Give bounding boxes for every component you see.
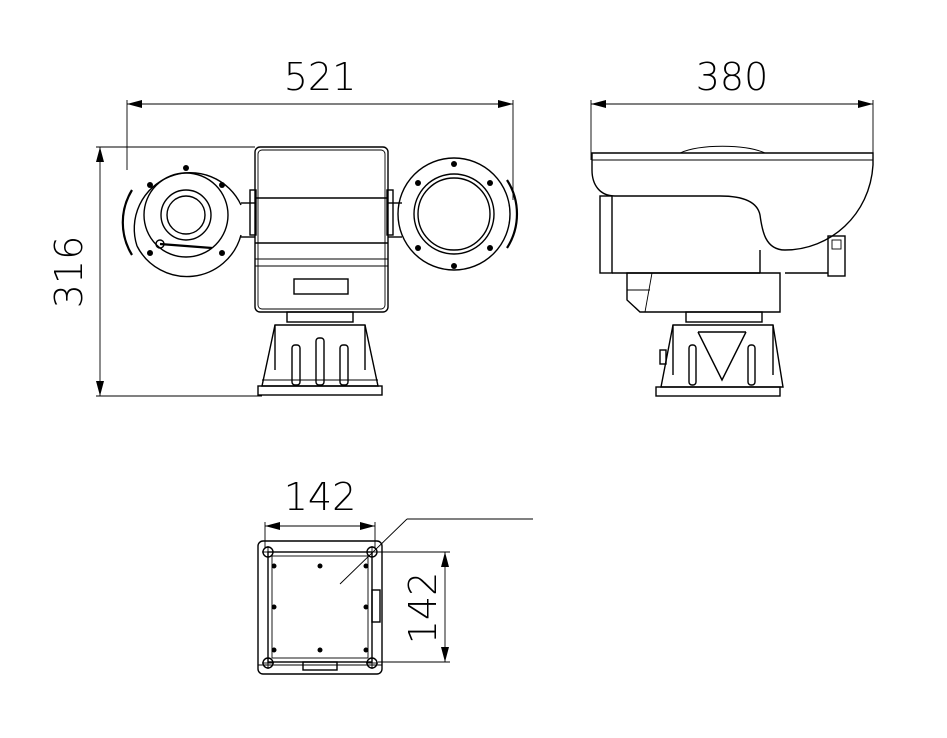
front-width-label: 521 <box>284 55 357 99</box>
front-base <box>257 311 383 396</box>
central-body <box>249 146 394 313</box>
left-lens-housing <box>121 165 255 278</box>
base-width-dimension: 142 <box>264 475 376 548</box>
inner-screws <box>271 563 369 653</box>
side-housing <box>599 195 846 277</box>
base-width-label: 142 <box>284 475 357 519</box>
leader-line <box>339 518 533 585</box>
base-height-dimension: 142 <box>378 551 450 663</box>
base-height-label: 142 <box>401 572 445 645</box>
corner-bolt-tl <box>262 546 274 558</box>
front-height-dimension: 316 <box>47 146 262 397</box>
side-width-label: 380 <box>696 55 769 99</box>
front-width-dimension: 521 <box>126 55 514 200</box>
side-width-dimension: 380 <box>590 55 874 160</box>
side-base <box>655 311 784 397</box>
front-height-label: 316 <box>47 236 91 309</box>
front-view: 521 316 <box>47 55 518 397</box>
corner-bolt-bl <box>262 657 274 669</box>
corner-bolt-tr <box>366 546 378 558</box>
base-plate <box>257 540 383 675</box>
sun-shield <box>591 152 874 251</box>
side-view: 380 <box>590 55 874 397</box>
side-tilt-block <box>626 272 781 313</box>
right-lens-housing <box>388 157 518 271</box>
base-view: 142 142 <box>257 475 533 675</box>
corner-bolt-br <box>366 657 378 669</box>
